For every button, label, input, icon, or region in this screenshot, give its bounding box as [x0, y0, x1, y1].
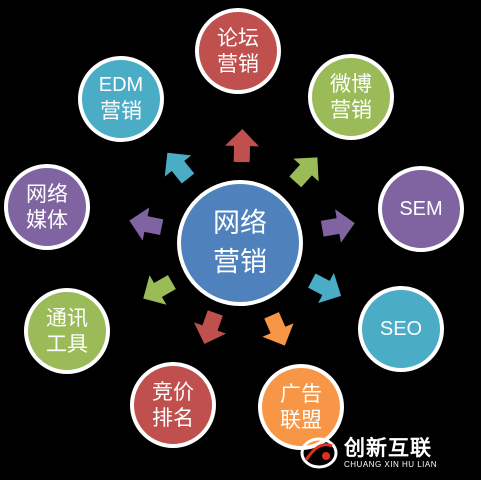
center-node-line1: 网络 — [213, 207, 267, 239]
watermark-subtitle: CHUANG XIN HU LIAN — [344, 460, 438, 469]
node-label-line2: 营销 — [100, 99, 142, 124]
arrow-to-sem — [320, 209, 355, 243]
node-label-line1: 竞价 — [152, 379, 194, 404]
node-ad-alliance: 广告 联盟 — [258, 364, 344, 450]
arrow-to-edm — [164, 152, 195, 184]
arrow-to-tools — [143, 275, 176, 305]
node-weibo-marketing: 微博 营销 — [308, 54, 394, 140]
node-communication-tools: 通讯 工具 — [24, 288, 110, 374]
arrow-to-bidding — [193, 310, 227, 345]
node-bidding-ranking: 竞价 排名 — [130, 362, 216, 448]
node-label-line1: SEO — [379, 317, 423, 340]
node-forum-marketing: 论坛 营销 — [195, 8, 281, 94]
watermark-title: 创新互联 — [344, 436, 432, 460]
node-label-line1: 通讯 — [46, 305, 88, 330]
node-label-line2: 联盟 — [280, 408, 322, 432]
node-label-line2: 媒体 — [26, 208, 68, 232]
arrow-to-ads — [262, 312, 294, 346]
brand-watermark: 创新互联 CHUANG XIN HU LIAN — [300, 432, 476, 476]
node-edm-marketing: EDM 营销 — [78, 56, 164, 142]
node-label-line2: 工具 — [46, 332, 88, 356]
node-label-line1: 网络 — [26, 181, 68, 206]
arrow-to-media — [129, 207, 164, 241]
node-label-line1: EDM — [98, 74, 144, 97]
node-label-line2: 营销 — [217, 52, 259, 76]
node-label-line2: 排名 — [152, 406, 194, 430]
node-label-line1: 论坛 — [217, 25, 259, 50]
node-label-line1: 微博 — [330, 71, 372, 96]
node-label-line1: 广告 — [280, 381, 322, 406]
chuangxin-logo-icon — [300, 437, 338, 469]
node-seo: SEO — [358, 286, 444, 372]
arrow-to-seo — [308, 272, 342, 304]
node-label-line1: SEM — [399, 197, 443, 220]
node-online-media: 网络 媒体 — [4, 164, 90, 250]
center-node-line2: 营销 — [213, 247, 267, 278]
node-label-line2: 营销 — [330, 98, 372, 122]
center-node-online-marketing: 网络 营销 — [177, 180, 303, 306]
arrow-to-weibo — [289, 157, 319, 188]
arrow-to-forum — [225, 129, 259, 163]
node-sem: SEM — [378, 166, 464, 252]
